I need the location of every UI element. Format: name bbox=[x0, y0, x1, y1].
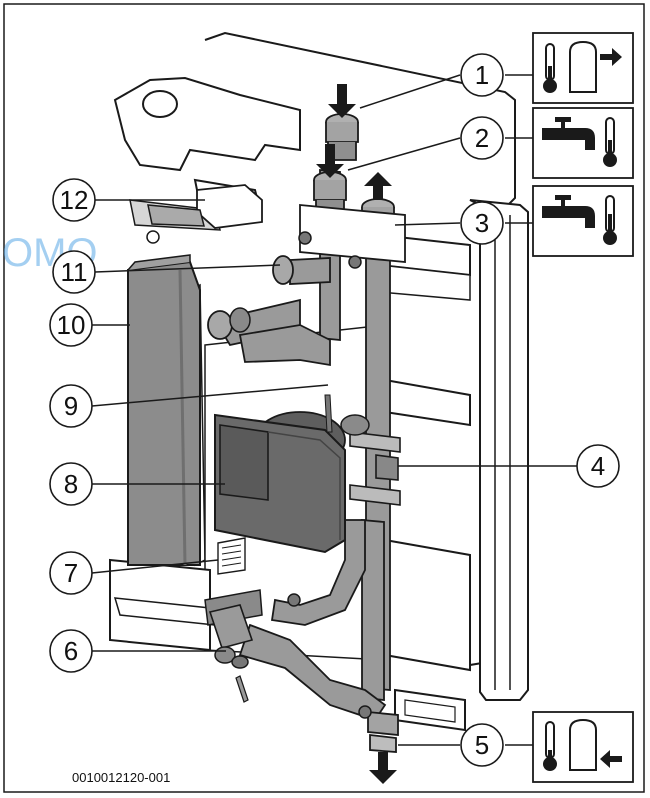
callout-2: 2 bbox=[460, 116, 504, 160]
callout-10: 10 bbox=[49, 303, 93, 347]
callout-3: 3 bbox=[460, 201, 504, 245]
faucet-icon bbox=[542, 117, 595, 150]
control-box bbox=[146, 184, 263, 244]
svg-text:1: 1 bbox=[475, 60, 489, 90]
symbol-box-3 bbox=[532, 185, 634, 257]
callout-4: 4 bbox=[576, 444, 620, 488]
arrow-down-icon bbox=[316, 144, 344, 178]
border bbox=[3, 3, 645, 793]
callout-9: 9 bbox=[49, 384, 93, 428]
svg-text:11: 11 bbox=[61, 257, 88, 287]
svg-text:4: 4 bbox=[591, 451, 605, 481]
svg-text:3: 3 bbox=[475, 208, 489, 238]
tank-icon bbox=[569, 718, 597, 771]
arrow-right-icon bbox=[600, 48, 622, 66]
thermometer-icon bbox=[543, 721, 557, 771]
svg-text:6: 6 bbox=[64, 636, 78, 666]
symbol-box-2 bbox=[532, 107, 634, 179]
heat-exchanger bbox=[127, 254, 201, 566]
symbol-box-5 bbox=[532, 711, 634, 783]
faucet-icon bbox=[542, 195, 595, 228]
callout-12: 12 bbox=[52, 178, 96, 222]
svg-text:9: 9 bbox=[64, 391, 78, 421]
svg-text:2: 2 bbox=[475, 123, 489, 153]
arrow-left-icon bbox=[600, 750, 622, 768]
svg-text:8: 8 bbox=[64, 469, 78, 499]
arrow-down-icon bbox=[328, 84, 356, 118]
rating-plate bbox=[217, 537, 246, 575]
callout-6: 6 bbox=[49, 629, 93, 673]
callout-11: 11 bbox=[52, 250, 96, 294]
callout-8: 8 bbox=[49, 462, 93, 506]
pump bbox=[214, 394, 370, 554]
callouts: 1 2 3 4 5 6 7 8 bbox=[49, 53, 620, 767]
svg-text:10: 10 bbox=[57, 310, 86, 340]
fittings bbox=[207, 113, 406, 753]
callout-7: 7 bbox=[49, 551, 93, 595]
symbol-box-1 bbox=[532, 32, 634, 104]
thermometer-icon bbox=[603, 117, 617, 167]
arrow-down-icon bbox=[369, 752, 397, 784]
tank-icon bbox=[569, 40, 597, 93]
document-code: 0010012120-001 bbox=[72, 770, 170, 785]
svg-text:12: 12 bbox=[60, 185, 89, 215]
svg-text:5: 5 bbox=[475, 730, 489, 760]
svg-text:7: 7 bbox=[64, 558, 78, 588]
thermometer-icon bbox=[603, 195, 617, 245]
leader-lines bbox=[91, 74, 578, 746]
flow-arrows bbox=[316, 84, 397, 784]
arrow-up-icon bbox=[364, 172, 392, 200]
callout-1: 1 bbox=[460, 53, 504, 97]
thermometer-icon bbox=[543, 43, 557, 93]
callout-5: 5 bbox=[460, 723, 504, 767]
